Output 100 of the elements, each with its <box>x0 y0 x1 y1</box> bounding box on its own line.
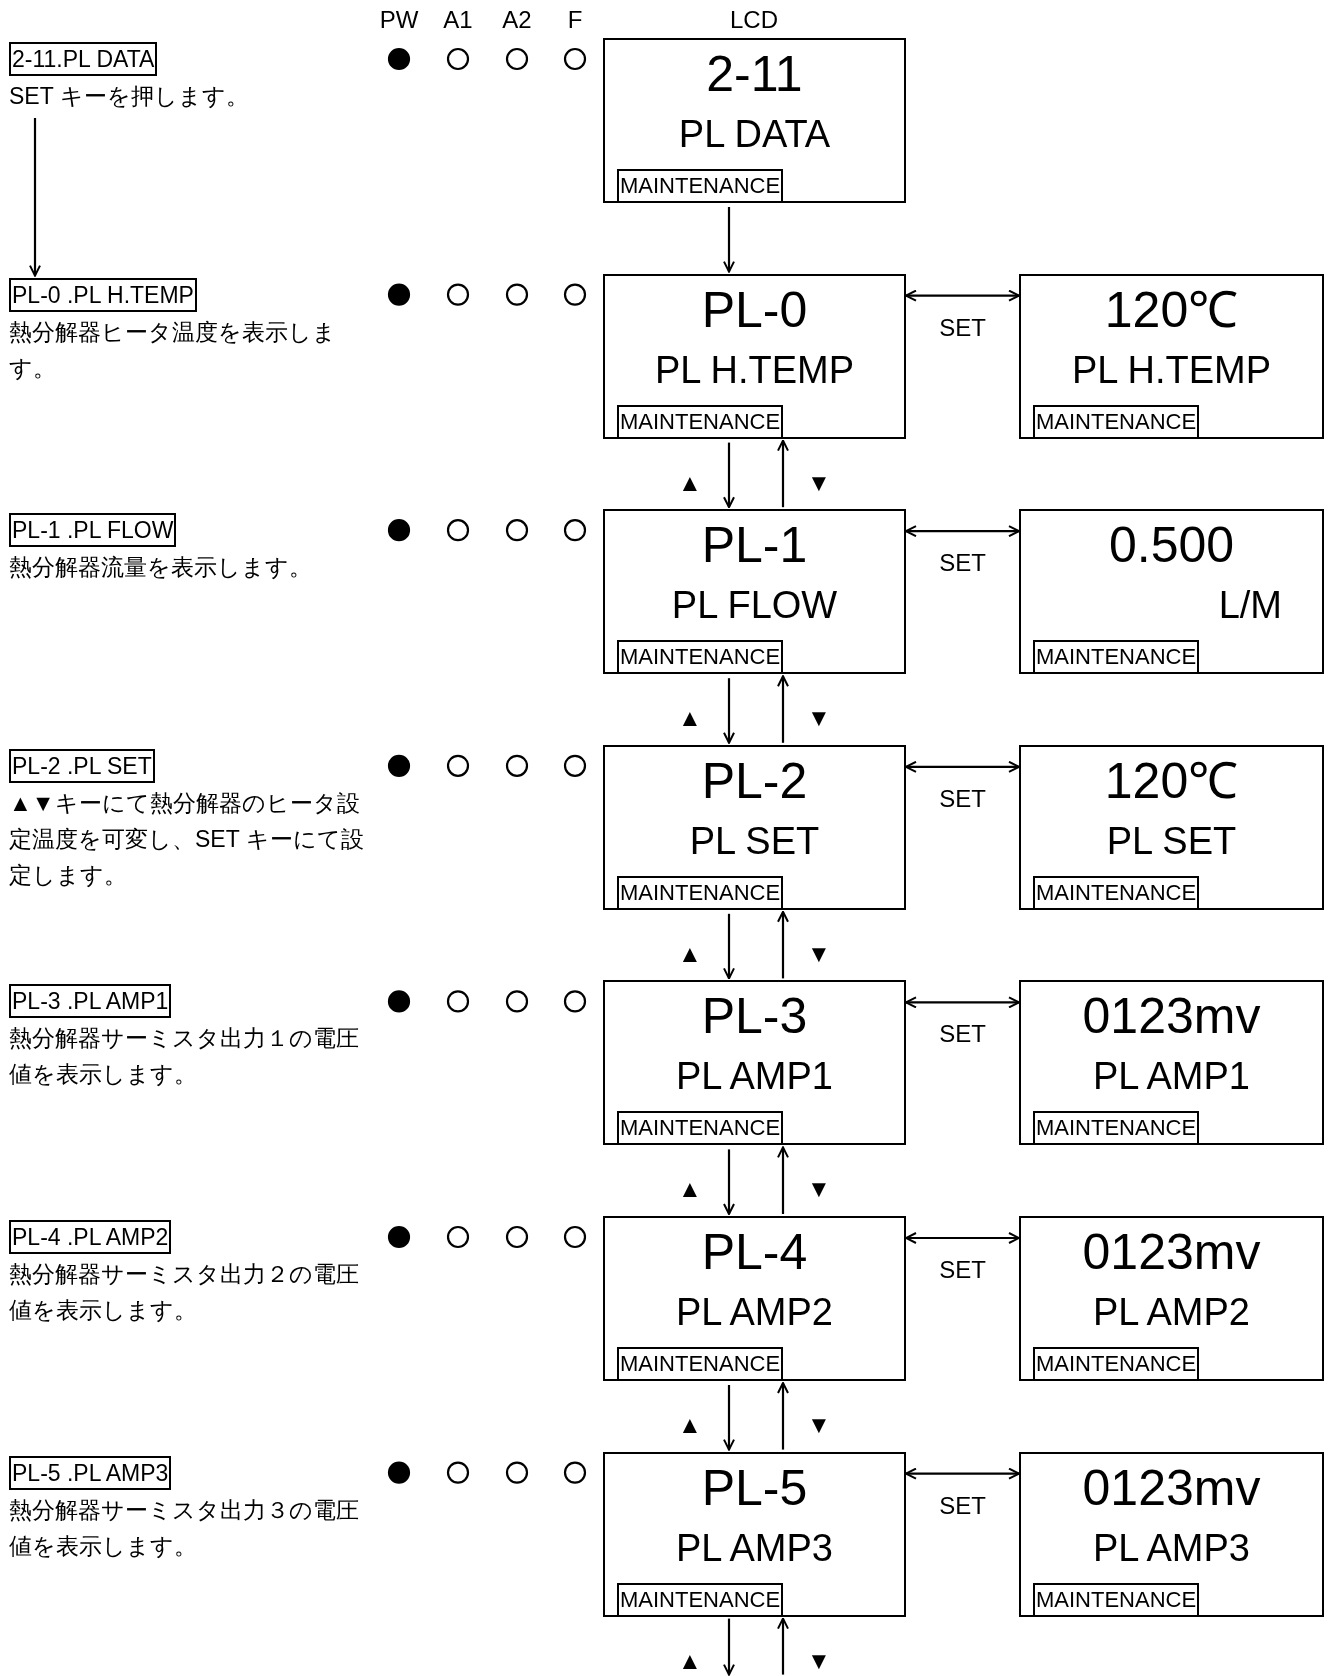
arrow <box>777 910 789 979</box>
step-heading: PL-5 .PL AMP3 <box>9 1455 172 1490</box>
down-key-mark: ▼ <box>807 1411 831 1439</box>
arrow <box>723 1149 735 1215</box>
arrow <box>723 1618 735 1676</box>
up-key-mark: ▲ <box>678 468 702 497</box>
column-heading: A1 <box>443 6 473 34</box>
arrow <box>777 675 789 743</box>
lcd-screen <box>603 1216 906 1381</box>
double-arrow <box>905 996 1020 1009</box>
down-key-mark: ▼ <box>807 939 831 968</box>
arrow <box>723 1385 735 1451</box>
step-description: 熱分解器サーミスタ出力３の電圧値を表示します。 <box>9 1495 360 1561</box>
lcd-sub-text: PL AMP1 <box>675 1054 834 1099</box>
lcd-screen <box>1019 1451 1324 1617</box>
step-heading: PL-1 .PL FLOW <box>9 513 177 548</box>
double-arrow <box>905 760 1020 773</box>
lcd-sub-text: PL H.TEMP <box>1070 347 1273 392</box>
arrow <box>29 118 41 277</box>
mode-tag: MAINTENANCE <box>1033 640 1200 673</box>
step-heading: 2-11.PL DATA <box>9 42 158 76</box>
lcd-screen <box>1019 980 1324 1146</box>
double-arrow <box>905 1467 1020 1480</box>
up-key-mark: ▲ <box>678 939 702 968</box>
lcd-main-text: 0123mv <box>1081 988 1262 1045</box>
double-arrow <box>905 1232 1020 1244</box>
lcd-main-text: PL-1 <box>700 517 809 574</box>
lcd-sub-text: PL AMP3 <box>1092 1525 1251 1570</box>
step-heading: PL-0 .PL H.TEMP <box>9 277 197 312</box>
lcd-main-text: 0123mv <box>1081 1459 1262 1516</box>
step-heading: PL-2 .PL SET <box>9 748 155 783</box>
lcd-sub-text: PL DATA <box>677 112 832 156</box>
arrow <box>777 1617 789 1675</box>
step-heading: PL-3 .PL AMP1 <box>9 984 172 1019</box>
lcd-main-text: PL-4 <box>700 1224 809 1280</box>
mode-tag: MAINTENANCE <box>617 875 784 908</box>
mode-tag: MAINTENANCE <box>1033 1582 1200 1615</box>
lcd-sub-text: PL AMP2 <box>1092 1290 1251 1334</box>
lcd-main-text: PL-5 <box>700 1459 809 1516</box>
step-description: ▲▼キーにて熱分解器のヒータ設定温度を可変し、SET キーにて設定します。 <box>9 788 365 890</box>
arrow <box>777 439 789 508</box>
lcd-main-text: 0.500 <box>1107 517 1236 574</box>
arrow <box>777 1146 789 1214</box>
lcd-screen <box>1019 509 1324 675</box>
mode-tag: MAINTENANCE <box>1033 1347 1200 1379</box>
lcd-screen <box>1019 1216 1324 1381</box>
arrow <box>723 678 735 744</box>
column-heading: LCD <box>730 6 778 34</box>
lcd-main-text: PL-3 <box>700 988 809 1045</box>
column-heading: A2 <box>502 6 532 34</box>
up-key-mark: ▲ <box>678 1411 702 1439</box>
down-key-mark: ▼ <box>807 1175 831 1204</box>
lcd-screen <box>603 1451 906 1617</box>
mode-tag: MAINTENANCE <box>617 1111 784 1144</box>
lcd-screen <box>603 273 906 439</box>
mode-tag: MAINTENANCE <box>617 640 784 673</box>
lcd-main-text: 0123mv <box>1081 1224 1262 1280</box>
lcd-screen <box>603 38 906 203</box>
lcd-main-text: PL-0 <box>700 281 809 338</box>
arrow <box>723 913 735 980</box>
double-arrow <box>905 289 1020 302</box>
up-key-mark: ▲ <box>678 1646 702 1675</box>
down-key-mark: ▼ <box>807 1646 831 1675</box>
step-description: SET キーを押します。 <box>9 82 250 111</box>
lcd-main-text: PL-2 <box>700 752 809 809</box>
mode-tag: MAINTENANCE <box>617 404 784 437</box>
lcd-sub-text: PL FLOW <box>670 583 839 628</box>
lcd-sub-text: PL SET <box>1105 818 1238 863</box>
step-heading: PL-4 .PL AMP2 <box>9 1220 172 1254</box>
up-key-mark: ▲ <box>678 1175 702 1204</box>
lcd-screen <box>603 980 906 1146</box>
arrow <box>723 442 735 509</box>
lcd-sub-text: PL AMP2 <box>675 1290 834 1334</box>
lcd-sub-text: PL AMP1 <box>1092 1054 1251 1099</box>
mode-tag: MAINTENANCE <box>617 169 784 201</box>
lcd-main-text: 120℃ <box>1103 752 1240 809</box>
lcd-screen <box>603 509 906 675</box>
up-key-mark: ▲ <box>678 704 702 733</box>
column-heading: F <box>567 6 583 34</box>
lcd-screen <box>603 744 906 910</box>
mode-tag: MAINTENANCE <box>1033 1111 1200 1144</box>
step-description: 熱分解器流量を表示します。 <box>9 553 313 583</box>
lcd-screen <box>1019 273 1324 439</box>
step-description: 熱分解器サーミスタ出力１の電圧値を表示します。 <box>9 1024 360 1090</box>
lcd-main-text: 120℃ <box>1103 281 1240 338</box>
mode-tag: MAINTENANCE <box>1033 404 1200 437</box>
down-key-mark: ▼ <box>807 468 831 497</box>
step-description: 熱分解器ヒータ温度を表示します。 <box>9 317 337 383</box>
lcd-sub-text: PL H.TEMP <box>653 347 856 392</box>
lcd-screen <box>1019 744 1324 910</box>
lcd-sub-text: PL AMP3 <box>675 1525 834 1570</box>
lcd-sub-text: L/M <box>1217 583 1283 628</box>
mode-tag: MAINTENANCE <box>617 1582 784 1615</box>
column-heading: PW <box>379 6 419 34</box>
down-key-mark: ▼ <box>807 704 831 733</box>
mode-tag: MAINTENANCE <box>617 1347 784 1379</box>
lcd-sub-text: PL SET <box>688 818 821 863</box>
arrow <box>723 207 735 273</box>
step-description: 熱分解器サーミスタ出力２の電圧値を表示します。 <box>9 1260 360 1325</box>
arrow <box>777 1382 789 1450</box>
